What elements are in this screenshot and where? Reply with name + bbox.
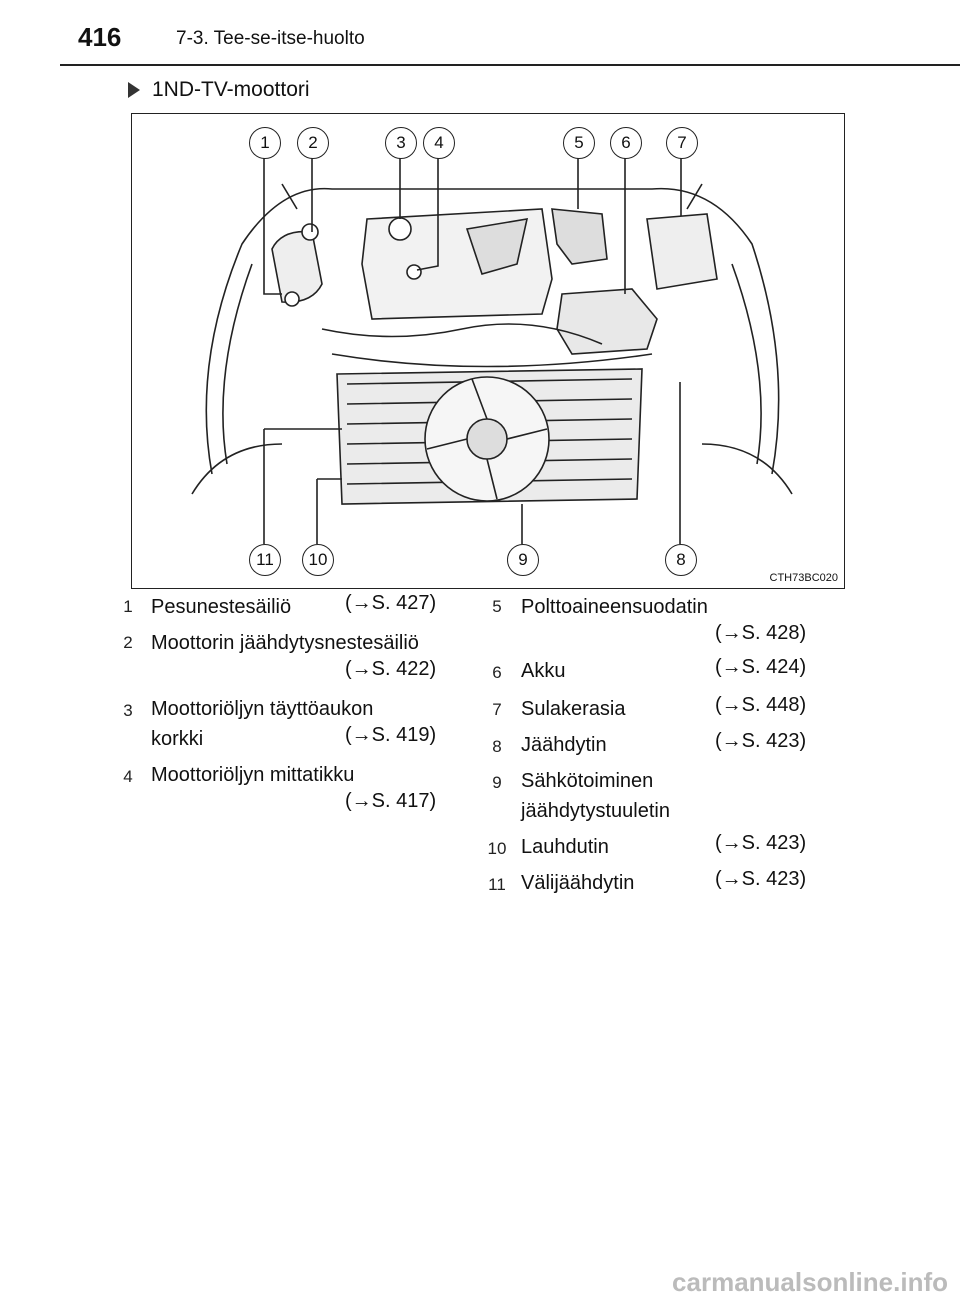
item-label-6: Akku	[521, 660, 566, 682]
item-label-8: Jäähdytin	[521, 734, 607, 756]
callout-5: 5	[563, 127, 595, 159]
item-number-5: 5	[485, 594, 509, 620]
item-label-5: Polttoaineensuodatin	[521, 596, 708, 618]
item-number-11: 11	[485, 872, 509, 898]
item-number-7: 7	[485, 697, 509, 723]
item-ref-11: (→S. 423)	[715, 868, 807, 890]
item-number-6: 6	[485, 660, 509, 686]
item-ref-10: (→S. 423)	[715, 832, 807, 854]
callout-11: 11	[249, 544, 281, 576]
item-number-8: 8	[485, 734, 509, 760]
callout-7: 7	[666, 127, 698, 159]
callout-2: 2	[297, 127, 329, 159]
item-ref-1: (→S. 427)	[345, 592, 437, 614]
engine-bay-figure: 1 2 3 4 5 6 7 8 9 10 11 CTH73BC020	[131, 113, 845, 589]
item-ref-4: (→S. 417)	[345, 790, 437, 812]
header-rule	[60, 64, 960, 66]
callout-3: 3	[385, 127, 417, 159]
item-ref-5: (→S. 428)	[715, 622, 807, 644]
item-label-9a: Sähkötoiminen	[521, 770, 654, 792]
item-ref-7: (→S. 448)	[715, 694, 807, 716]
item-label-10: Lauhdutin	[521, 836, 609, 858]
item-ref-8: (→S. 423)	[715, 730, 807, 752]
item-label-2: Moottorin jäähdytysnestesäiliö	[151, 632, 419, 654]
callout-10: 10	[302, 544, 334, 576]
item-number-10: 10	[485, 836, 509, 862]
triangle-bullet-icon	[128, 82, 140, 98]
item-number-1: 1	[116, 594, 140, 620]
callout-4: 4	[423, 127, 455, 159]
item-label-3a: Moottoriöljyn täyttöaukon	[151, 698, 374, 720]
item-label-3b: korkki	[151, 728, 204, 750]
item-label-9b: jäähdytystuuletin	[521, 800, 670, 822]
item-label-11: Välijäähdytin	[521, 872, 635, 894]
callout-6: 6	[610, 127, 642, 159]
item-label-4: Moottoriöljyn mittatikku	[151, 764, 355, 786]
item-label-1: Pesunestesäiliö	[151, 596, 292, 618]
item-number-3: 3	[116, 698, 140, 724]
watermark: carmanualsonline.info	[672, 1267, 948, 1297]
figure-code: CTH73BC020	[769, 572, 838, 584]
item-number-4: 4	[116, 764, 140, 790]
engine-heading: 1ND-TV-moottori	[128, 78, 310, 102]
page-number: 416	[78, 22, 122, 52]
item-number-9: 9	[485, 770, 509, 796]
engine-heading-text: 1ND-TV-moottori	[152, 78, 310, 101]
item-ref-6: (→S. 424)	[715, 656, 807, 678]
engine-drawing	[191, 154, 793, 544]
callout-8: 8	[665, 544, 697, 576]
callout-1: 1	[249, 127, 281, 159]
item-number-2: 2	[116, 630, 140, 656]
item-ref-2: (→S. 422)	[345, 658, 437, 680]
item-label-7: Sulakerasia	[521, 698, 626, 720]
item-ref-3: (→S. 419)	[345, 724, 437, 746]
callout-9: 9	[507, 544, 539, 576]
section-title: 7-3. Tee-se-itse-huolto	[176, 28, 365, 49]
